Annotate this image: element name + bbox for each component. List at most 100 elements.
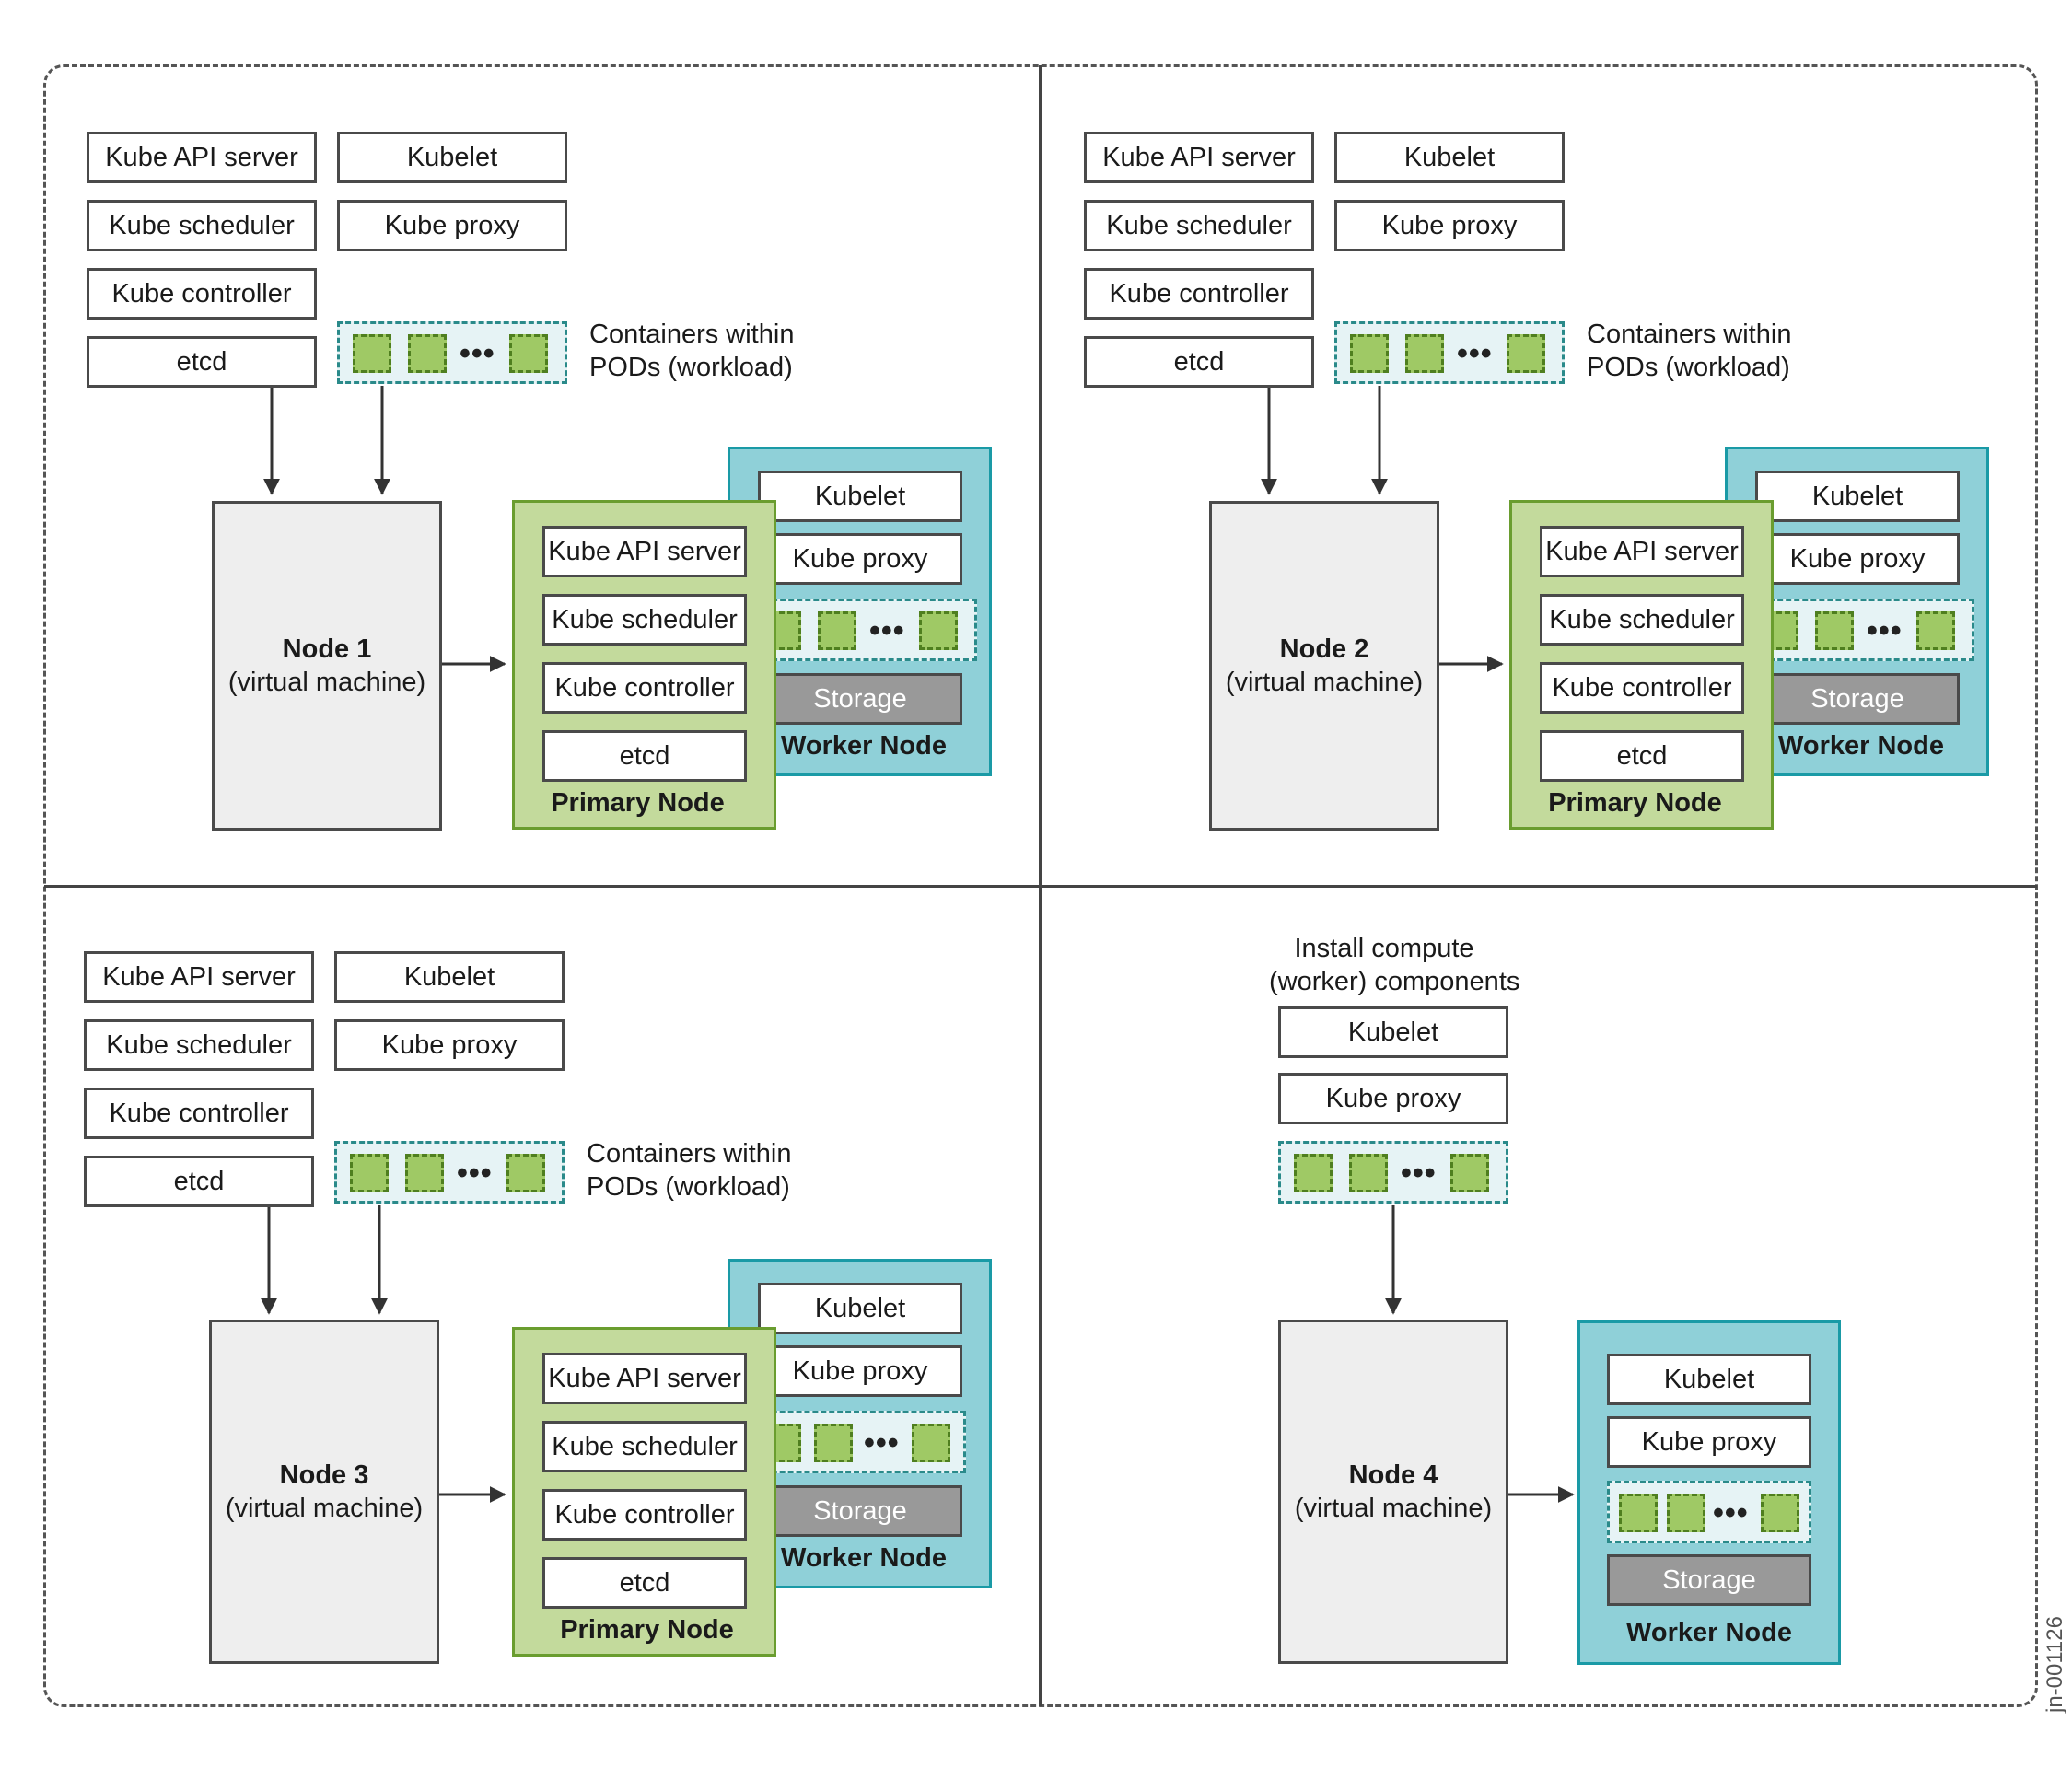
worker-kubelet-box: Kubelet (1607, 1354, 1811, 1405)
primary-kube-scheduler-box: Kube scheduler (542, 1421, 747, 1472)
kubelet-box: Kubelet (1278, 1006, 1508, 1058)
vm-node-box: Node 4 (virtual machine) (1278, 1320, 1508, 1664)
container-icon (506, 1154, 545, 1192)
pods-caption: Containers within PODs (workload) (1587, 318, 1791, 384)
worker-kube-proxy-box: Kube proxy (758, 1345, 962, 1397)
primary-etcd-box: etcd (542, 1557, 747, 1609)
worker-pods-group: ••• (747, 599, 977, 661)
pods-group: ••• (1334, 321, 1565, 384)
pods-caption-line-1: Containers within (1587, 320, 1792, 349)
node-title: Node 1 (282, 634, 372, 664)
pods-group: ••• (334, 1141, 565, 1204)
kube-api-server-box: Kube API server (84, 951, 314, 1003)
ellipsis-icon: ••• (864, 1425, 900, 1460)
node-title: Node 2 (1279, 634, 1369, 664)
vm-node-box: Node 1 (virtual machine) (212, 501, 442, 831)
node-subtitle: (virtual machine) (227, 668, 426, 697)
worker-node-label: Worker Node (781, 1543, 947, 1573)
storage-box: Storage (1755, 673, 1960, 725)
arrows (1261, 386, 1504, 672)
container-icon (1916, 611, 1955, 650)
worker-kube-proxy-box: Kube proxy (1755, 533, 1960, 585)
etcd-box: etcd (1084, 336, 1314, 388)
container-icon (1450, 1154, 1489, 1192)
kube-proxy-label: Kube proxy (381, 1029, 518, 1060)
primary-node-label: Primary Node (1548, 788, 1722, 818)
arrows (263, 386, 506, 672)
kube-controller-box: Kube controller (1084, 268, 1314, 320)
primary-kube-controller-label: Kube controller (554, 1499, 735, 1530)
horizontal-divider (44, 885, 2037, 888)
primary-kube-scheduler-label: Kube scheduler (1549, 604, 1735, 634)
kubelet-label: Kubelet (1403, 142, 1496, 172)
kube-controller-box: Kube controller (84, 1088, 314, 1139)
container-icon (1619, 1494, 1658, 1532)
kube-scheduler-box: Kube scheduler (1084, 200, 1314, 251)
container-icon (1761, 1494, 1799, 1532)
quadrant-node-4: Install compute (worker) components Kube… (1042, 884, 2036, 1694)
worker-kubelet-box: Kubelet (1755, 471, 1960, 522)
worker-node-panel: Kubelet Kube proxy ••• Storage Worker No… (1577, 1320, 1841, 1665)
container-icon (405, 1154, 444, 1192)
pods-caption-line-2: PODs (workload) (589, 353, 793, 382)
vm-node-box: Node 3 (virtual machine) (209, 1320, 439, 1664)
primary-node-panel: Kube API server Kube scheduler Kube cont… (1509, 500, 1774, 830)
kube-proxy-box: Kube proxy (1278, 1073, 1508, 1124)
primary-kube-api-server-label: Kube API server (548, 1363, 741, 1393)
worker-kube-proxy-label: Kube proxy (792, 543, 928, 574)
worker-node-label: Worker Node (1778, 731, 1944, 761)
kube-proxy-box: Kube proxy (1334, 200, 1565, 251)
kubelet-label: Kubelet (406, 142, 498, 172)
primary-etcd-box: etcd (1540, 730, 1744, 782)
primary-etcd-box: etcd (542, 730, 747, 782)
kube-scheduler-label: Kube scheduler (106, 1029, 292, 1060)
container-icon (1294, 1154, 1333, 1192)
kubelet-label: Kubelet (1347, 1017, 1439, 1047)
pods-group: ••• (337, 321, 567, 384)
container-icon (1350, 334, 1389, 373)
worker-kubelet-label: Kubelet (1811, 481, 1903, 511)
primary-kube-api-server-label: Kube API server (1545, 536, 1739, 566)
pods-caption-line-1: Containers within (587, 1139, 792, 1169)
primary-etcd-label: etcd (619, 1567, 670, 1598)
worker-node-label: Worker Node (781, 731, 947, 761)
container-icon (1815, 611, 1854, 650)
kube-api-server-box: Kube API server (87, 132, 317, 183)
worker-node-panel: Kubelet Kube proxy ••• Storage Worker No… (728, 447, 992, 776)
etcd-label: etcd (173, 1166, 225, 1196)
storage-box: Storage (758, 673, 962, 725)
kube-controller-label: Kube controller (111, 278, 292, 308)
primary-node-panel: Kube API server Kube scheduler Kube cont… (512, 1327, 776, 1657)
quadrant-node-3: Kube API server Kube scheduler Kube cont… (41, 884, 1036, 1694)
ellipsis-icon: ••• (1457, 336, 1493, 371)
worker-kube-proxy-label: Kube proxy (792, 1355, 928, 1386)
kubelet-box: Kubelet (334, 951, 565, 1003)
pods-caption-line-2: PODs (workload) (587, 1172, 790, 1202)
kube-proxy-label: Kube proxy (1381, 210, 1518, 240)
worker-node-label: Worker Node (1626, 1618, 1792, 1647)
primary-kube-scheduler-label: Kube scheduler (552, 604, 738, 634)
primary-kube-api-server-box: Kube API server (542, 526, 747, 577)
node-title: Node 4 (1348, 1460, 1438, 1490)
node-subtitle: (virtual machine) (225, 1494, 424, 1523)
container-icon (1405, 334, 1444, 373)
node-subtitle: (virtual machine) (1225, 668, 1424, 697)
pods-caption-line-2: PODs (workload) (1587, 353, 1790, 382)
worker-kubelet-label: Kubelet (814, 481, 906, 511)
storage-label: Storage (1662, 1564, 1756, 1595)
kubelet-box: Kubelet (1334, 132, 1565, 183)
kube-scheduler-label: Kube scheduler (109, 210, 295, 240)
kube-controller-label: Kube controller (1109, 278, 1289, 308)
worker-kubelet-label: Kubelet (1663, 1364, 1755, 1394)
kube-api-server-label: Kube API server (102, 961, 296, 992)
kube-api-server-box: Kube API server (1084, 132, 1314, 183)
kube-scheduler-label: Kube scheduler (1106, 210, 1292, 240)
container-icon (919, 611, 958, 650)
install-caption: Install compute (worker) components (1269, 932, 1519, 998)
primary-node-label: Primary Node (551, 788, 725, 818)
container-icon (408, 334, 447, 373)
etcd-label: etcd (176, 346, 227, 377)
worker-kube-proxy-label: Kube proxy (1641, 1426, 1777, 1457)
kubelet-label: Kubelet (403, 961, 495, 992)
